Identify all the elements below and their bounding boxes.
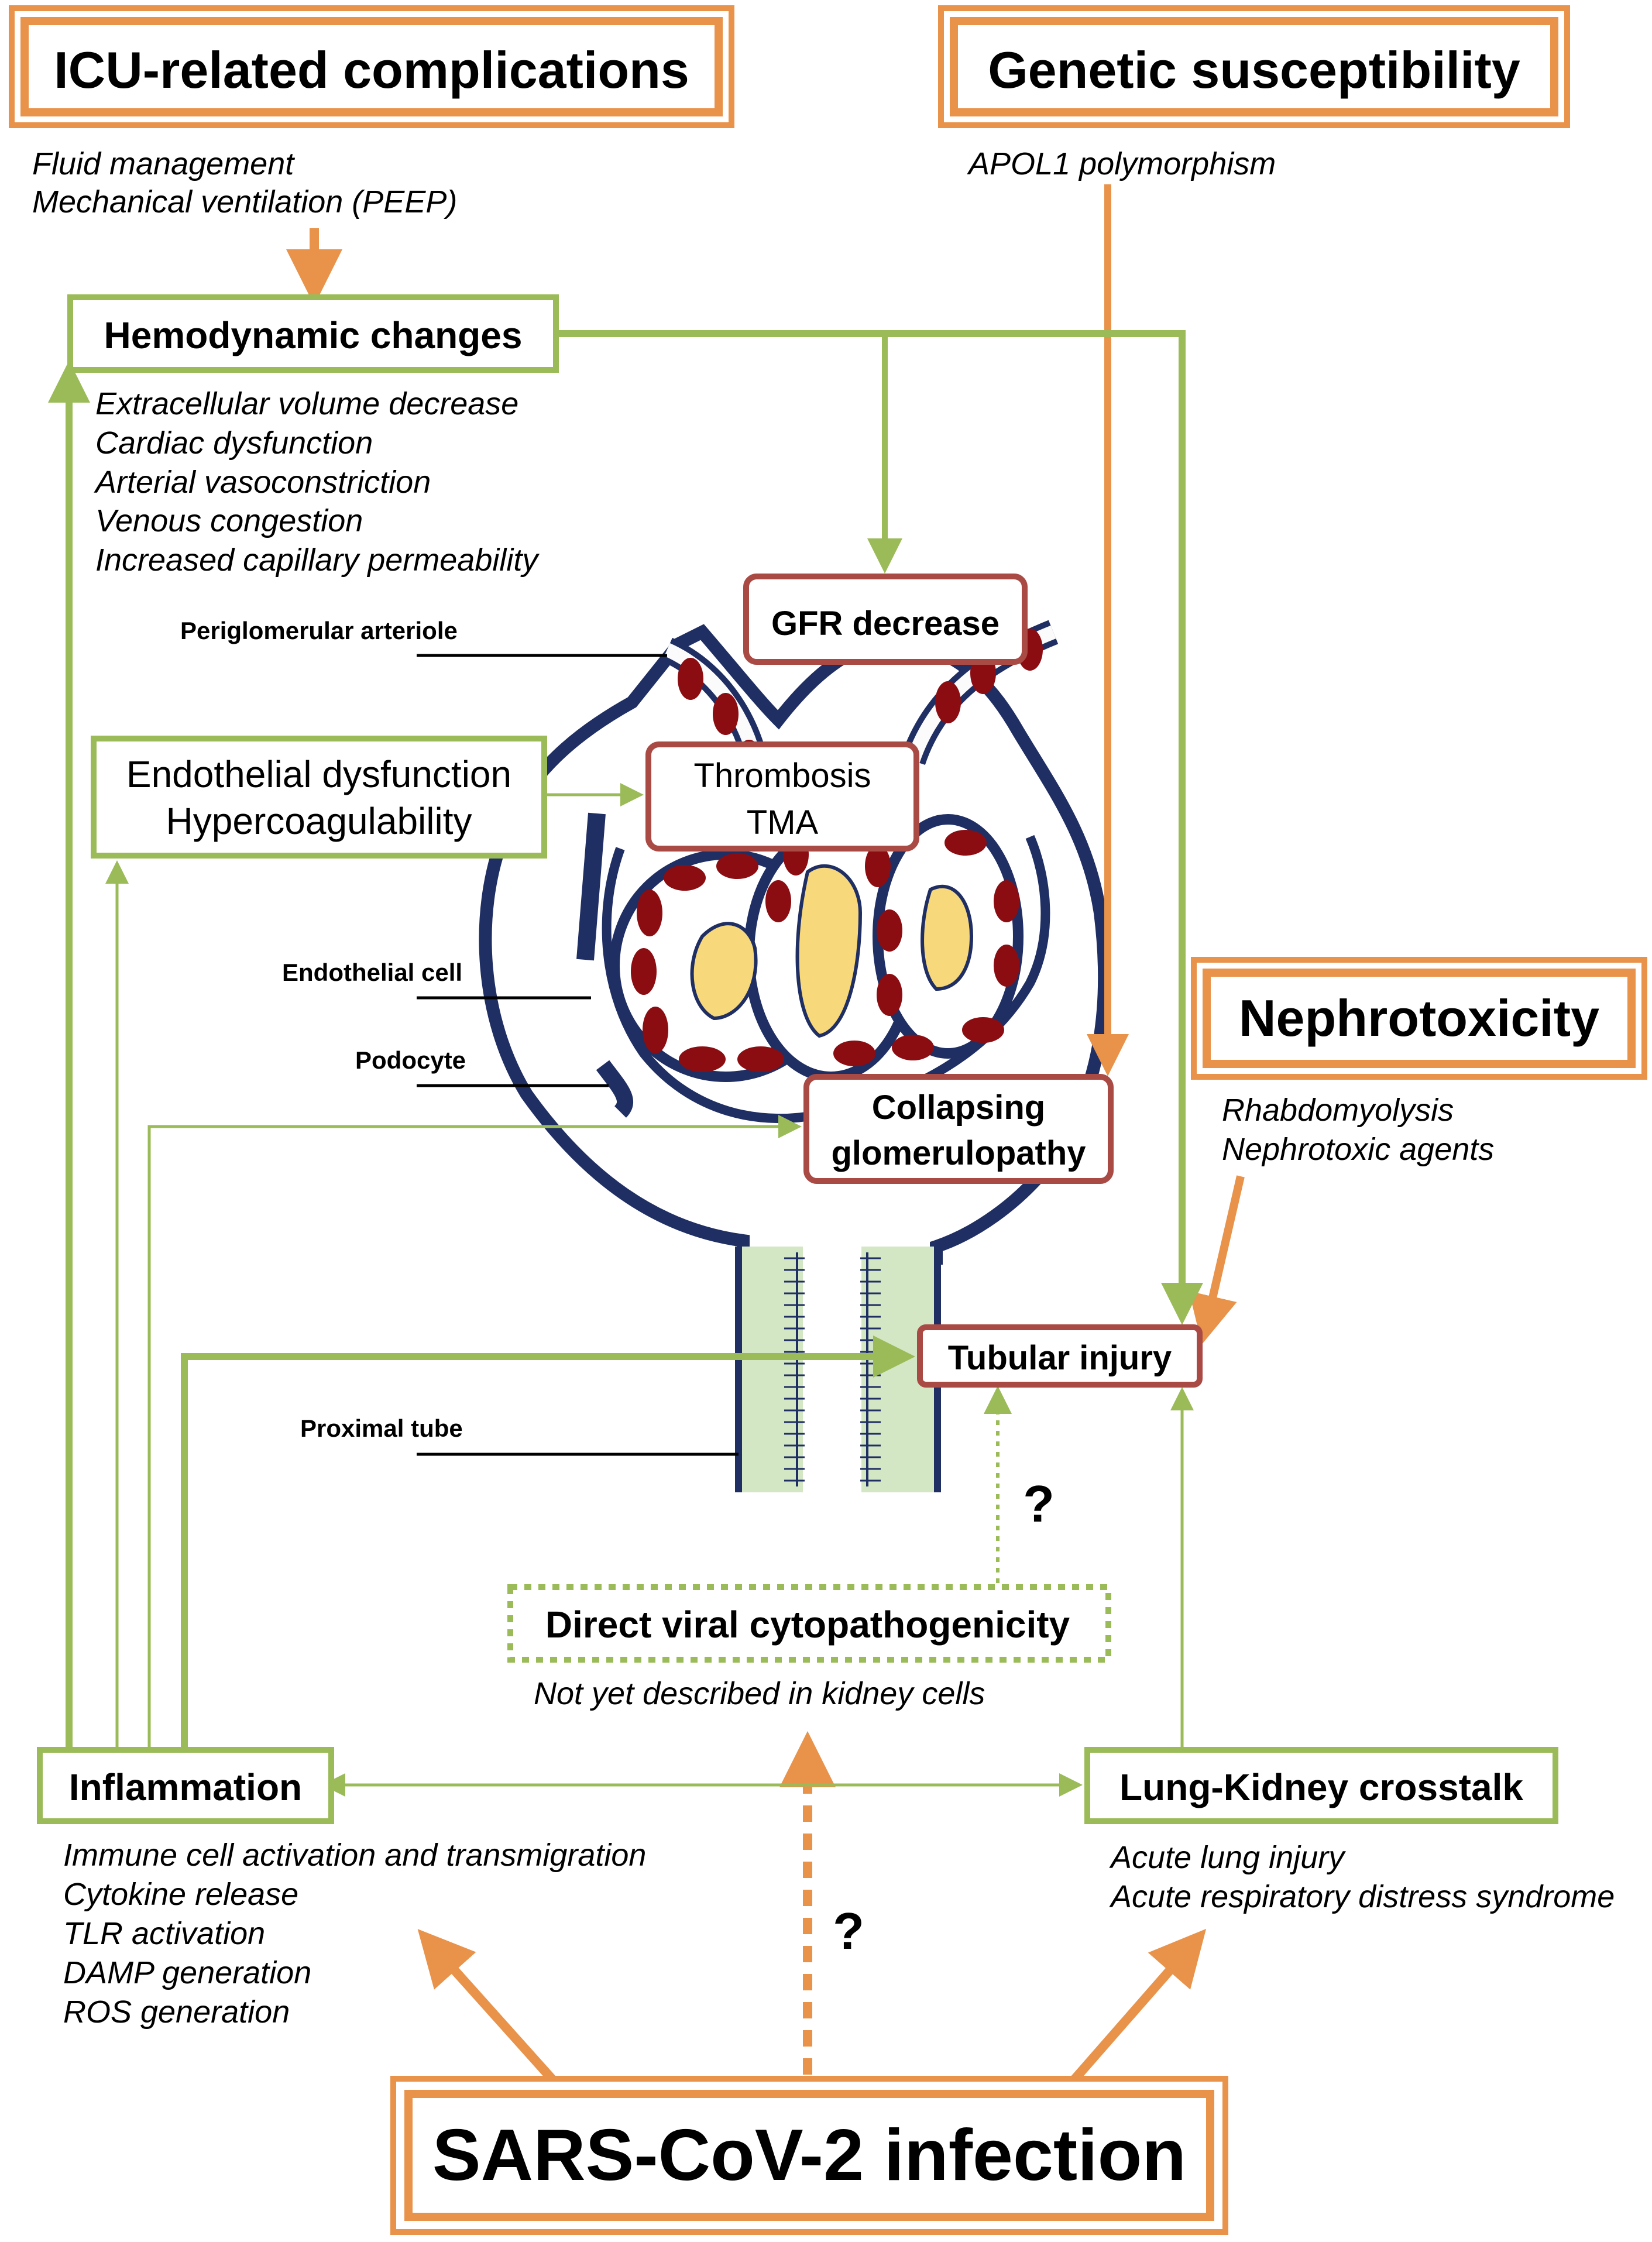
inflammation-note-5: ROS generation <box>63 1994 290 2030</box>
hemodynamic-note-2: Cardiac dysfunction <box>95 425 373 461</box>
thrombosis-line2: TMA <box>747 804 819 842</box>
inflammation-box: Inflammation <box>37 1747 334 1824</box>
endothelial-line2: Hypercoagulability <box>166 800 472 842</box>
endothelial-line1: Endothelial dysfunction <box>126 753 511 795</box>
proximal-tube-illustration <box>735 1247 941 1492</box>
label-proximal-tube: Proximal tube <box>300 1414 463 1442</box>
direct-viral-title: Direct viral cytopathogenicity <box>545 1604 1070 1646</box>
thrombosis-line1: Thrombosis <box>694 757 871 795</box>
thrombosis-box: Thrombosis TMA <box>645 741 919 852</box>
label-podocyte: Podocyte <box>355 1046 466 1074</box>
icu-title: ICU-related complications <box>54 41 689 99</box>
genetic-title: Genetic susceptibility <box>988 41 1520 99</box>
hemodynamic-box: Hemodynamic changes <box>67 294 559 373</box>
inflammation-note-3: TLR activation <box>63 1916 265 1951</box>
lung-kidney-title: Lung-Kidney crosstalk <box>1119 1766 1523 1808</box>
arrow-inflammation-to-tubular <box>181 1335 915 1747</box>
endothelial-box: Endothelial dysfunction Hypercoagulabili… <box>91 736 547 859</box>
icu-box: ICU-related complications <box>9 5 734 128</box>
collapsing-line2: glomerulopathy <box>831 1134 1086 1172</box>
icu-note-1: Fluid management <box>32 146 295 181</box>
arrow-inflammation-to-collapsing <box>147 1115 802 1747</box>
nephrotoxicity-box: Nephrotoxicity <box>1191 957 1647 1080</box>
hemodynamic-note-1: Extracellular volume decrease <box>95 386 518 421</box>
sars-box: SARS-CoV-2 infection <box>390 2076 1228 2235</box>
lung-kidney-note-1: Acute lung injury <box>1109 1840 1346 1875</box>
nephrotoxicity-title: Nephrotoxicity <box>1239 989 1599 1047</box>
label-endothelial-cell: Endothelial cell <box>282 959 462 986</box>
anatomy-callout-lines <box>417 654 739 1456</box>
direct-viral-box: Direct viral cytopathogenicity <box>507 1584 1111 1663</box>
nephrotoxicity-note-2: Nephrotoxic agents <box>1222 1132 1494 1167</box>
mesangial-cells <box>690 864 974 1038</box>
label-periglomerular-arteriole: Periglomerular arteriole <box>180 617 458 644</box>
tubular-box: Tubular injury <box>917 1324 1203 1388</box>
tubular-title: Tubular injury <box>948 1339 1172 1377</box>
question-mark-tubular: ? <box>1023 1475 1055 1533</box>
sars-title: SARS-CoV-2 infection <box>432 2115 1186 2196</box>
arrow-sars-to-inflammation <box>417 1929 559 2087</box>
hemodynamic-note-4: Venous congestion <box>95 503 363 538</box>
inflammation-note-1: Immune cell activation and transmigratio… <box>63 1838 646 1873</box>
arrow-hemodynamic-to-tubular <box>559 330 1203 1325</box>
hemodynamic-note-3: Arterial vasoconstriction <box>94 465 431 500</box>
icu-note-2: Mechanical ventilation (PEEP) <box>32 184 457 219</box>
inflammation-note-4: DAMP generation <box>63 1955 311 1990</box>
arrow-nephrotoxicity-to-tubular <box>1189 1175 1245 1345</box>
collapsing-box: Collapsing glomerulopathy <box>803 1074 1114 1184</box>
hemodynamic-note-5: Increased capillary permeability <box>95 543 540 578</box>
question-mark-sars: ? <box>833 1902 864 1960</box>
genetic-note-1: APOL1 polymorphism <box>967 146 1276 181</box>
gfr-box: GFR decrease <box>743 574 1028 665</box>
genetic-box: Genetic susceptibility <box>938 5 1570 128</box>
nephrotoxicity-note-1: Rhabdomyolysis <box>1222 1093 1454 1128</box>
lung-kidney-box: Lung-Kidney crosstalk <box>1084 1747 1558 1824</box>
gfr-title: GFR decrease <box>771 605 1000 643</box>
inflammation-title: Inflammation <box>69 1766 302 1808</box>
hemodynamic-title: Hemodynamic changes <box>104 314 523 356</box>
inflammation-note-2: Cytokine release <box>63 1877 298 1912</box>
collapsing-line1: Collapsing <box>872 1089 1045 1127</box>
direct-viral-note-1: Not yet described in kidney cells <box>534 1676 985 1711</box>
arrow-sars-to-lung-kidney <box>1067 1928 1207 2087</box>
lung-kidney-note-2: Acute respiratory distress syndrome <box>1109 1879 1615 1914</box>
